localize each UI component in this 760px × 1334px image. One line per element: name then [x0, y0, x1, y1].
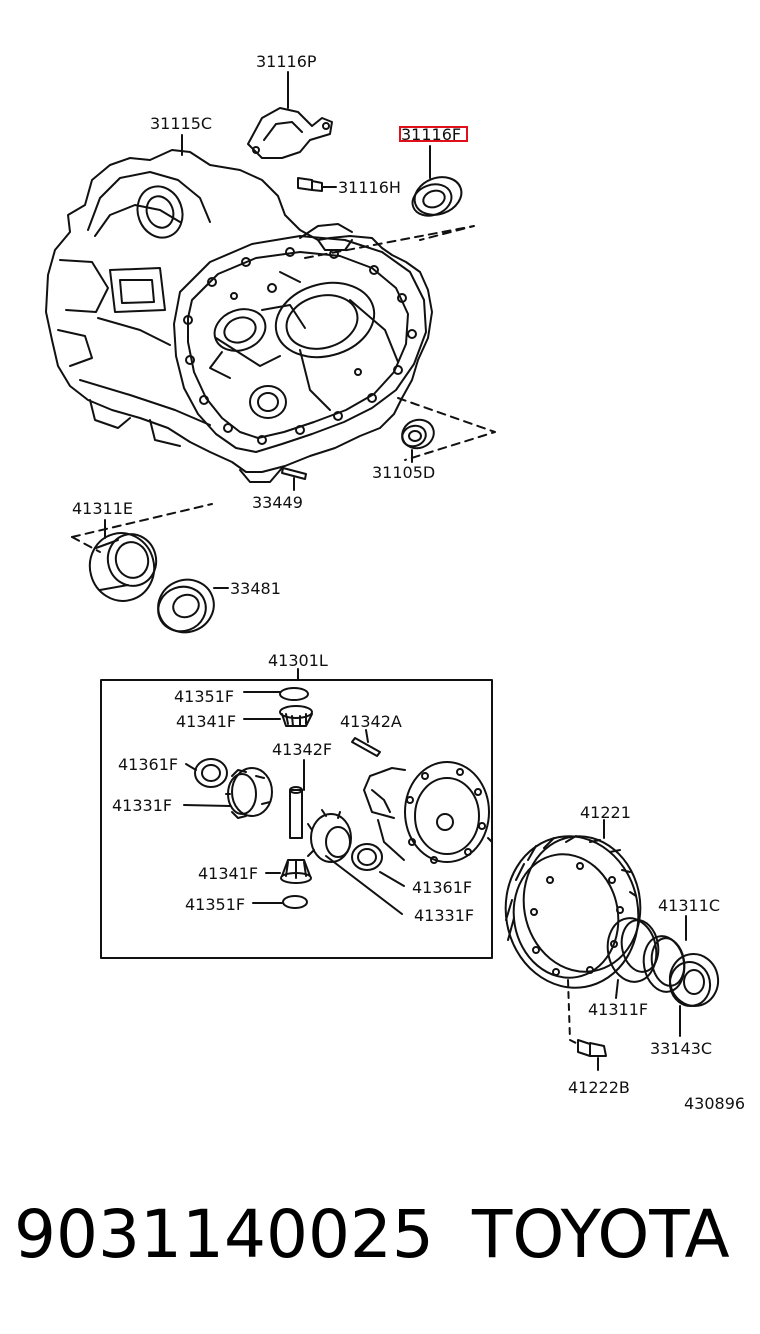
bearing-41311E: [88, 519, 158, 602]
pinion-shaft-41342F: [289, 759, 305, 839]
seal-33143C: [668, 953, 720, 1037]
label-41351F-bottom: 41351F: [185, 895, 245, 914]
diagram-number: 430896: [684, 1094, 745, 1113]
label-41341F-top: 41341F: [176, 712, 236, 731]
side-gear-right: [307, 809, 403, 915]
label-41342A: 41342A: [340, 712, 402, 731]
label-31105D: 31105D: [372, 463, 435, 482]
label-33481: 33481: [230, 579, 281, 598]
label-31116F: 31116F: [401, 125, 461, 144]
seal-33481: [157, 578, 229, 634]
side-gear-left: [183, 767, 273, 819]
label-41331F-right: 41331F: [414, 906, 474, 925]
label-31115C: 31115C: [150, 114, 212, 133]
label-41341F-bottom: 41341F: [198, 864, 258, 883]
highlight-box: [399, 126, 468, 142]
oil-seal-31105D: [401, 418, 435, 463]
transmission-case: [45, 149, 433, 483]
label-41342F: 41342F: [272, 740, 332, 759]
bearing-41311C: [606, 915, 687, 999]
pinion-gear-top: [243, 705, 313, 727]
differential-assembly-box: [100, 679, 493, 959]
label-41361F-right: 41361F: [412, 878, 472, 897]
brand-name: TOYOTA: [472, 1196, 730, 1273]
label-41311C: 41311C: [658, 896, 720, 915]
label-33449: 33449: [252, 493, 303, 512]
label-41311E: 41311E: [72, 499, 133, 518]
label-41222B: 41222B: [568, 1078, 630, 1097]
bolt-31116H: [297, 177, 337, 192]
ring-gear-41221: [504, 819, 642, 989]
label-41361F-left: 41361F: [118, 755, 178, 774]
cover-31116P: [247, 107, 333, 159]
label-31116P: 31116P: [256, 52, 317, 71]
differential-case: [363, 761, 493, 864]
pinion-gear-bottom: [265, 859, 312, 884]
label-31116H: 31116H: [338, 178, 401, 197]
label-41301L: 41301L: [268, 651, 328, 670]
label-41221: 41221: [580, 803, 631, 822]
oil-seal-31116F: [411, 145, 463, 217]
label-41351F-top: 41351F: [174, 687, 234, 706]
label-33143C: 33143C: [650, 1039, 712, 1058]
bolt-41222B: [577, 1039, 607, 1071]
label-41331F-left: 41331F: [112, 796, 172, 815]
pin-33449: [281, 467, 307, 491]
part-number: 9031140025: [14, 1196, 434, 1273]
label-41311F: 41311F: [588, 1000, 648, 1019]
